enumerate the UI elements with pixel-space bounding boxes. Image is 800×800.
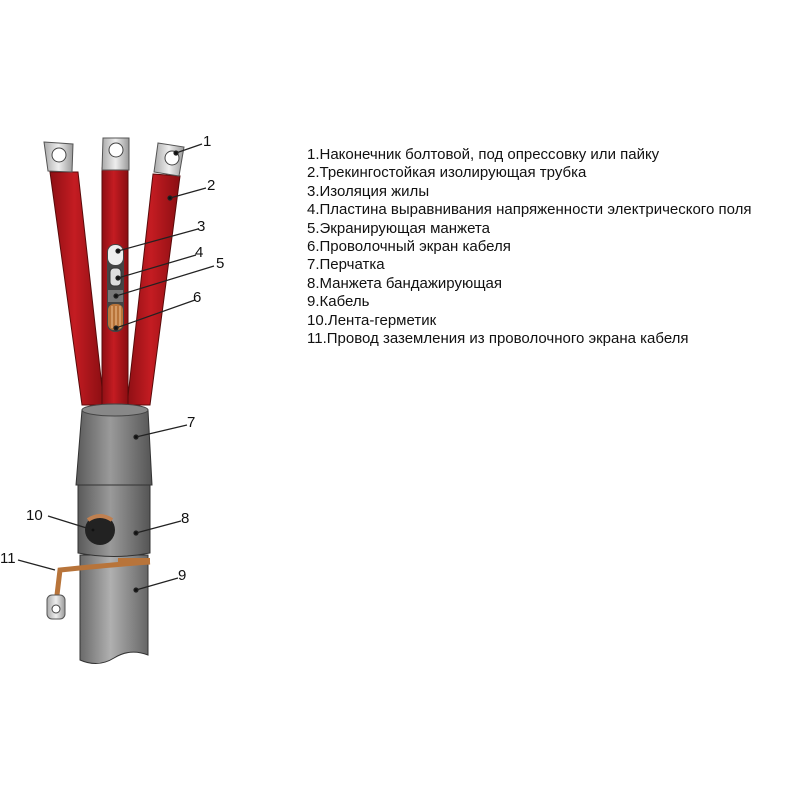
- callout-1: 1: [203, 133, 211, 150]
- lug-left: [43, 141, 74, 173]
- legend-item: 3.Изоляция жилы: [307, 182, 430, 200]
- legend-item: 10.Лента-герметик: [307, 311, 437, 329]
- lug-right: [153, 142, 185, 177]
- legend-item: 1.Наконечник болтовой, под опрессовку ил…: [307, 146, 660, 163]
- glove-top: [81, 403, 149, 417]
- legend-item: 6.Проволочный экран кабеля: [307, 238, 511, 256]
- tube-left: [49, 171, 105, 406]
- tube-right: [126, 173, 181, 406]
- legend-item: 11.Провод заземления из проволочного экр…: [307, 330, 689, 348]
- legend-item: 4.Пластина выравнивания напряженности эл…: [307, 201, 752, 219]
- callout-numbers: 1 2 3 4 5 6 7 8 9 10 11: [0, 133, 224, 584]
- callout-2: 2: [207, 177, 215, 194]
- legend-item: 7.Перчатка: [307, 256, 385, 274]
- core-insulation: [108, 245, 123, 265]
- callout-10: 10: [26, 507, 43, 524]
- legend-item: 2.Трекингостойкая изолирующая трубка: [307, 164, 587, 182]
- callout-9: 9: [178, 567, 186, 584]
- ground-lug: [46, 594, 66, 620]
- callout-8: 8: [181, 510, 189, 527]
- callout-5: 5: [216, 255, 224, 272]
- callout-6: 6: [193, 289, 201, 306]
- sealant-tape-hole: [85, 515, 115, 545]
- legend: 1.Наконечник болтовой, под опрессовку ил…: [307, 146, 751, 348]
- legend-item: 8.Манжета бандажирующая: [307, 274, 502, 292]
- callout-11: 11: [0, 550, 16, 567]
- legend-item: 9.Кабель: [307, 293, 370, 311]
- callout-4: 4: [195, 244, 203, 261]
- cable-body: [79, 554, 149, 664]
- legend-item: 5.Экранирующая манжета: [307, 219, 490, 237]
- callout-3: 3: [197, 218, 205, 235]
- lug-middle: [101, 137, 130, 171]
- leader-lines: [17, 143, 215, 593]
- sealant-tape: [86, 514, 114, 522]
- cutaway-window: [107, 244, 124, 332]
- ground-wire-wrap: [118, 558, 150, 564]
- callout-7: 7: [187, 414, 195, 431]
